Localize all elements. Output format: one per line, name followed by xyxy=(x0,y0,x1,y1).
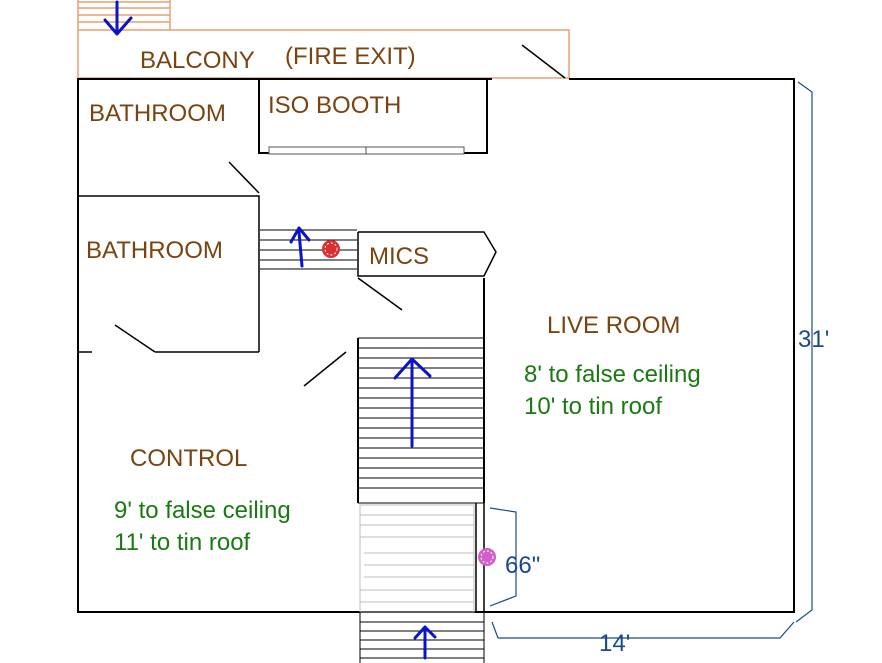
control-live-divider xyxy=(357,278,485,503)
live-room-tin-roof-note: 10' to tin roof xyxy=(524,393,662,420)
iso-booth-label: ISO BOOTH xyxy=(268,92,401,119)
bathroom-left-label: BATHROOM xyxy=(86,237,223,264)
balcony-door-swing xyxy=(521,44,566,79)
bathroom-left-door-swing xyxy=(114,324,156,353)
mics-closet xyxy=(303,231,497,387)
mic-marker-icon xyxy=(478,548,496,566)
balcony-label: BALCONY xyxy=(140,47,255,74)
live-room-label: LIVE ROOM xyxy=(547,312,680,339)
width-dimension-label: 14' xyxy=(599,630,630,657)
bathroom-top-door-swing xyxy=(228,161,260,194)
lower-stairs xyxy=(359,504,475,613)
mic-marker-icon xyxy=(322,240,340,258)
mics-door-swing xyxy=(357,277,403,311)
mics-label: MICS xyxy=(369,243,429,270)
outer-walls xyxy=(77,78,795,613)
outer-wall-left xyxy=(77,78,485,613)
outer-wall-right xyxy=(485,78,795,613)
dimension-lines xyxy=(489,81,813,639)
up-arrow-icon xyxy=(413,625,437,660)
width-bracket xyxy=(491,621,795,639)
hall-stairs xyxy=(260,229,357,270)
control-tin-roof-note: 11' to tin roof xyxy=(114,529,251,556)
up-arrow-icon xyxy=(393,357,432,448)
live-room-false-ceiling-note: 8' to false ceiling xyxy=(524,361,701,388)
height-dimension-label: 31' xyxy=(798,326,829,353)
control-false-ceiling-note: 9' to false ceiling xyxy=(114,497,291,524)
up-arrow-icon xyxy=(289,226,311,268)
down-arrow-icon xyxy=(103,0,133,36)
bathroom-left-walls xyxy=(78,195,260,352)
control-label: CONTROL xyxy=(130,445,247,472)
door-gap-dimension-label: 66" xyxy=(505,552,540,579)
exit-stairs xyxy=(359,612,485,663)
height-bracket xyxy=(795,81,813,623)
balcony-stairs xyxy=(78,0,171,30)
control-door-swing xyxy=(303,351,347,387)
door-gap-bracket xyxy=(489,507,517,607)
fire-exit-label: (FIRE EXIT) xyxy=(285,43,416,70)
iso-booth-window xyxy=(268,146,465,155)
bathroom-top-label: BATHROOM xyxy=(89,100,226,127)
central-stairs xyxy=(358,337,484,504)
interior-partitions xyxy=(78,161,260,353)
